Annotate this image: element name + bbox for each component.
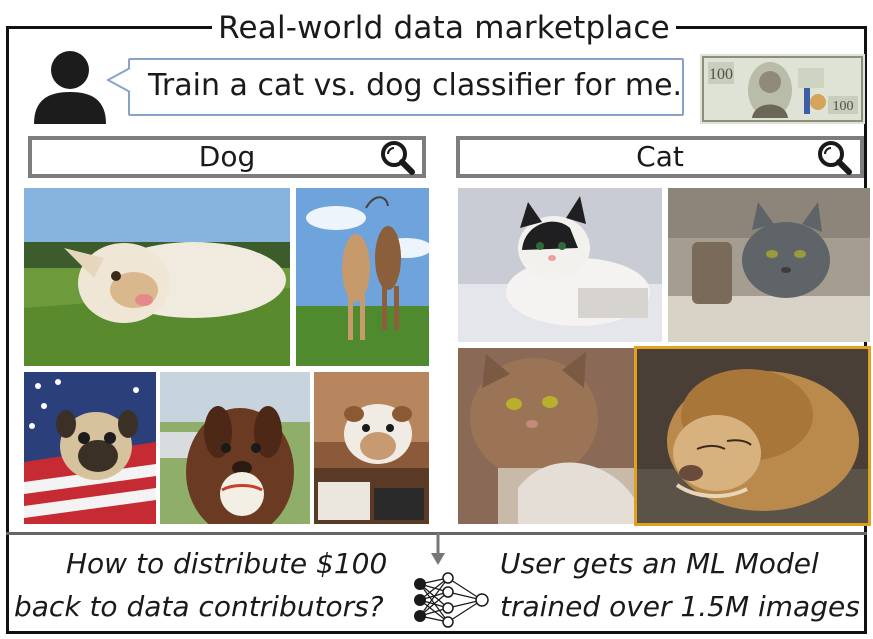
dog-search-query: Dog — [198, 140, 256, 173]
down-arrow-icon — [431, 533, 445, 565]
dog-photo-pug-flag — [24, 372, 156, 524]
question-line-1: How to distribute $100 — [66, 547, 388, 580]
request-text: Train a cat vs. dog classifier for me. — [148, 68, 683, 103]
dog-photo-lying-grass — [24, 188, 290, 366]
dollar-bill-image: 100 100 — [700, 54, 865, 124]
result-line-2: trained over 1.5M images — [500, 590, 860, 623]
cat-photo-lion-mislabeled — [634, 346, 871, 526]
question-line-2: back to data contributors? — [14, 590, 384, 623]
bubble-tail — [106, 67, 136, 93]
frame-top-line-right — [676, 26, 867, 29]
dog-search-box[interactable] — [28, 136, 426, 178]
cat-search-query: Cat — [636, 140, 684, 173]
dog-photo-bulldog-table — [314, 372, 429, 524]
result-line-1: User gets an ML Model — [500, 547, 819, 580]
dog-photo-jumping-dogs — [296, 188, 429, 366]
search-icon[interactable] — [815, 138, 853, 176]
dog-photo-ball-mouth — [160, 372, 310, 524]
search-icon[interactable] — [378, 138, 416, 176]
cat-search-box[interactable] — [456, 136, 864, 178]
cat-photo-tabby-chair — [458, 348, 634, 524]
svg-text:100: 100 — [833, 99, 854, 114]
svg-text:100: 100 — [709, 66, 733, 83]
neural-network-icon — [414, 572, 489, 628]
cat-photo-kitten-blanket — [458, 188, 662, 342]
marketplace-title: Real-world data marketplace — [218, 10, 670, 46]
user-icon — [34, 51, 106, 124]
frame-top-line-left — [6, 26, 212, 29]
cat-photo-grey-cat-table — [668, 188, 870, 342]
